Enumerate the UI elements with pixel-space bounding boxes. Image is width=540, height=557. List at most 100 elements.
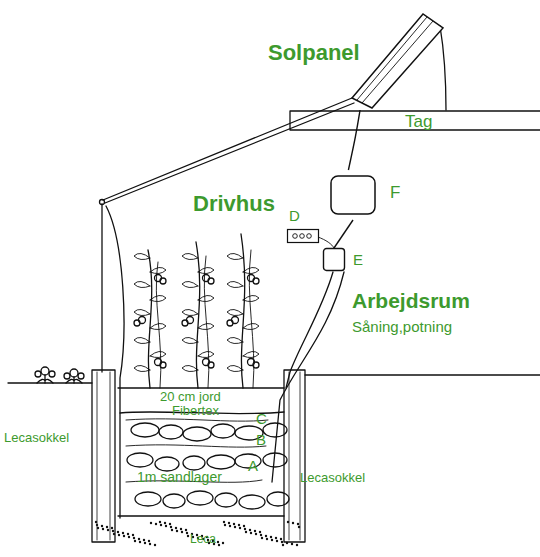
leca-gravel xyxy=(133,537,135,539)
floor-line xyxy=(305,374,540,375)
leca-gravel xyxy=(249,529,251,531)
tomato-fruit xyxy=(160,362,166,368)
solar-panel: Solpanel xyxy=(262,8,447,110)
stone xyxy=(211,424,235,438)
leca-gravel xyxy=(127,533,129,535)
stone xyxy=(183,427,211,441)
flower-head xyxy=(64,373,70,379)
plant-leaf xyxy=(227,309,243,315)
leca-gravel xyxy=(229,525,231,527)
bed-bottom xyxy=(118,515,284,516)
meter-wire xyxy=(318,237,334,248)
leca-gravel xyxy=(239,527,241,529)
stone xyxy=(239,495,265,509)
plant-leaf xyxy=(182,365,198,371)
meter-dial xyxy=(300,234,305,239)
leca-gravel xyxy=(238,524,240,526)
leca-gravel xyxy=(296,544,298,546)
leca-foundation xyxy=(284,370,305,542)
plant-leaf xyxy=(227,253,243,259)
leca-gravel xyxy=(101,525,103,527)
pump-box: E xyxy=(323,248,345,271)
leca-gravel xyxy=(286,542,288,544)
leca-gravel xyxy=(170,526,172,528)
leca-gravel xyxy=(291,543,293,545)
foundation-label: Lecasokkel xyxy=(4,431,69,444)
plant-leaf xyxy=(243,351,259,357)
soil-surface xyxy=(118,387,284,388)
tomato-fruit xyxy=(160,278,166,284)
leca-foundation xyxy=(92,370,115,542)
leca-gravel xyxy=(298,526,300,528)
flower-head xyxy=(70,369,78,377)
flower-head xyxy=(49,371,55,377)
part-label: Solpanel xyxy=(268,42,360,64)
tomato-fruit xyxy=(208,362,214,368)
leca-gravel xyxy=(254,530,256,532)
plant-leaf xyxy=(182,309,198,315)
plant-leaf xyxy=(134,309,150,315)
leca-gravel xyxy=(217,541,219,543)
leca-gravel xyxy=(186,532,188,534)
leca-gravel xyxy=(171,529,173,531)
wire xyxy=(334,220,353,248)
leca-gravel xyxy=(164,522,166,524)
leca-gravel xyxy=(297,523,299,525)
pipe-wire xyxy=(272,272,344,482)
leca-gravel xyxy=(243,525,245,527)
leca-gravel xyxy=(255,533,257,535)
decoration xyxy=(35,234,300,546)
leca-gravel xyxy=(224,524,226,526)
plant-leaf xyxy=(198,295,214,301)
plant-leaf xyxy=(198,323,214,329)
plant-stem xyxy=(249,250,254,388)
plant-leaf xyxy=(134,337,150,343)
leca-gravel xyxy=(113,533,115,535)
plant-leaf xyxy=(243,323,259,329)
leca-gravel xyxy=(280,538,282,540)
plant-leaf xyxy=(182,281,198,287)
box-outline xyxy=(331,176,375,214)
leca-gravel xyxy=(266,538,268,540)
leca-gravel xyxy=(148,540,150,542)
greenhouse-roof-line xyxy=(105,103,354,203)
tomato-fruit xyxy=(208,278,214,284)
box-outline xyxy=(324,249,345,271)
leca-gravel xyxy=(261,537,263,539)
meter-outline xyxy=(288,230,319,243)
leca-gravel xyxy=(160,524,162,526)
leca-gravel xyxy=(260,534,262,536)
callout-letter: B xyxy=(256,432,266,447)
leca-gravel xyxy=(222,542,224,544)
leca-gravel xyxy=(122,532,124,534)
stone xyxy=(155,457,179,471)
area-title: Arbejdsrum xyxy=(352,290,470,311)
part-label: F xyxy=(390,184,400,201)
plant-leaf xyxy=(198,267,214,273)
plant-leaf xyxy=(243,295,259,301)
flower-head xyxy=(35,371,41,377)
leca-gravel xyxy=(150,522,152,524)
plant-leaf xyxy=(150,295,166,301)
plant-leaf xyxy=(134,365,150,371)
meter-dial xyxy=(307,234,312,239)
layer-label: 1m sandlager xyxy=(137,470,222,484)
leca-gravel xyxy=(181,531,183,533)
tomato-fruit xyxy=(134,320,140,326)
leca-gravel xyxy=(96,524,98,526)
leca-gravel xyxy=(223,521,225,523)
leca-gravel xyxy=(123,535,125,537)
leca-gravel xyxy=(228,522,230,524)
pump-box-outline xyxy=(323,248,345,271)
leca-gravel xyxy=(282,544,284,546)
callout-letter: A xyxy=(248,458,258,473)
leca-gravel xyxy=(118,534,120,536)
wire xyxy=(348,110,360,170)
leca-gravel xyxy=(234,526,236,528)
plant-leaf xyxy=(150,323,166,329)
control-meter-outline xyxy=(287,229,319,243)
panel-frame xyxy=(352,14,443,108)
plant-leaf xyxy=(243,267,259,273)
roof-label: Tag xyxy=(405,113,432,130)
